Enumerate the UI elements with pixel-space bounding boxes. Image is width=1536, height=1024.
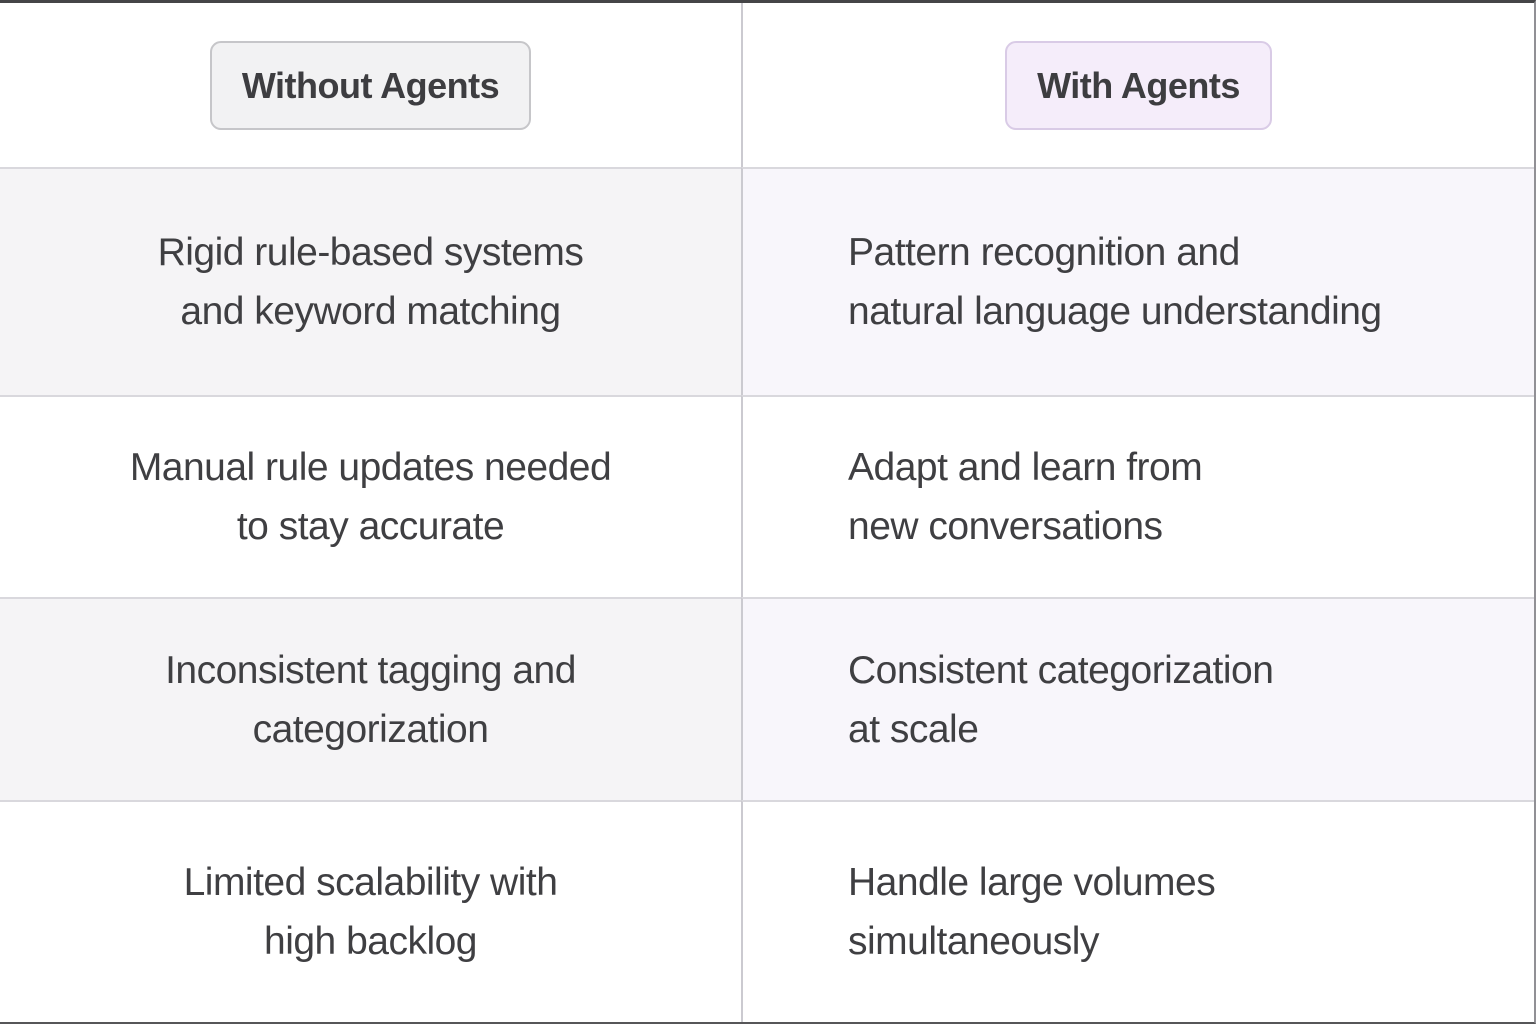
cell-with-row-2: Adapt and learn from new conversations — [741, 395, 1534, 597]
cell-without-row-2: Manual rule updates needed to stay accur… — [0, 395, 741, 597]
cell-without-row-1: Rigid rule-based systems and keyword mat… — [0, 167, 741, 395]
cell-with-row-4: Handle large volumes simultaneously — [741, 800, 1534, 1022]
cell-without-row-4: Limited scalability with high backlog — [0, 800, 741, 1022]
header-cell-without: Without Agents — [0, 3, 741, 167]
cell-with-row-3: Consistent categorization at scale — [741, 597, 1534, 800]
header-cell-with: With Agents — [741, 3, 1534, 167]
cell-with-row-1: Pattern recognition and natural language… — [741, 167, 1534, 395]
cell-without-row-3: Inconsistent tagging and categorization — [0, 597, 741, 800]
without-agents-badge: Without Agents — [209, 40, 532, 130]
with-agents-badge: With Agents — [1005, 40, 1272, 130]
